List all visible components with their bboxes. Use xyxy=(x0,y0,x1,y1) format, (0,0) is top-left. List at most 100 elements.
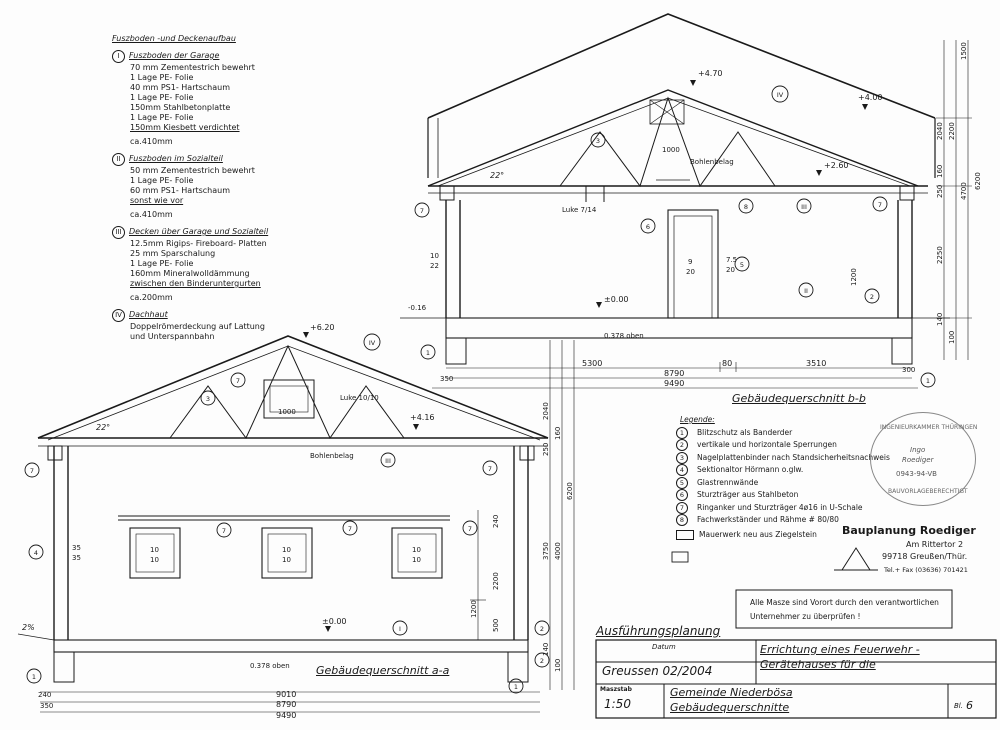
bb-roof-level: +4.00 xyxy=(858,93,883,102)
svg-text:3: 3 xyxy=(596,137,600,145)
notes-section-3-heading: Decken über Garage und Sozialteil xyxy=(129,227,269,236)
bb-dim-3510: 3510 xyxy=(806,359,826,368)
note-line-1: Alle Masze sind Vorort durch den verantw… xyxy=(750,598,939,607)
legend-item-number: 4 xyxy=(676,464,688,477)
svg-text:1: 1 xyxy=(926,377,930,385)
aa-vdim-500: 500 xyxy=(492,619,500,632)
svg-text:II: II xyxy=(804,287,808,295)
aa-window-3-size-2: 10 xyxy=(412,556,421,564)
bb-column-size-1: 10 xyxy=(430,252,439,260)
section-aa-title: Gebäudequerschnitt a-a xyxy=(316,664,450,677)
notes-line: 160mm Mineralwolldämmung xyxy=(130,269,250,278)
legend-item-text: vertikale und horizontale Sperrungen xyxy=(697,440,837,449)
aa-window-2-size-1: 10 xyxy=(282,546,291,554)
bb-vdim-250: 250 xyxy=(936,185,944,198)
notes-line: 150mm Stahlbetonplatte xyxy=(130,103,231,112)
svg-text:7: 7 xyxy=(468,525,472,533)
aa-post-size-1: 35 xyxy=(72,544,81,552)
svg-text:4: 4 xyxy=(34,549,38,557)
legend-masonry-text: Mauerwerk neu aus Ziegelstein xyxy=(699,529,817,539)
bb-floor-level: ±0.00 xyxy=(604,295,629,304)
notes-line: 60 mm PS1- Hartschaum xyxy=(130,186,231,195)
bb-truss-webs xyxy=(559,96,776,188)
svg-text:8: 8 xyxy=(744,203,748,211)
legend-masonry: Mauerwerk neu aus Ziegelstein xyxy=(676,529,896,542)
notes-line: 70 mm Zementestrich bewehrt xyxy=(130,63,255,72)
legend-item-text: Blitzschutz als Banderder xyxy=(697,427,793,437)
aa-dim-9010: 9010 xyxy=(276,690,296,699)
svg-text:7: 7 xyxy=(488,465,492,473)
notes-line: und Unterspannbahn xyxy=(130,332,215,341)
sheet-label: Bl. xyxy=(954,702,963,710)
legend-item-number: 6 xyxy=(676,489,688,502)
legend-item-number: 8 xyxy=(676,514,688,527)
aa-truss-webs xyxy=(169,344,405,440)
title-block-heading: Ausführungsplanung xyxy=(596,624,721,638)
bb-eave-level: +2.60 xyxy=(824,161,849,170)
title-block-frame xyxy=(595,639,997,719)
svg-text:III: III xyxy=(385,457,391,465)
notes-line: 40 mm PS1- Hartschaum xyxy=(130,83,231,92)
aa-dim-9490: 9490 xyxy=(276,711,296,720)
svg-text:7: 7 xyxy=(236,377,240,385)
project-line-1: Errichtung eines Feuerwehr - xyxy=(760,643,920,656)
date-value: Greussen 02/2004 xyxy=(602,664,713,678)
aa-boards-label: Bohlenbelag xyxy=(310,452,354,460)
notes-line: 1 Lage PE- Folie xyxy=(130,93,194,102)
svg-text:3: 3 xyxy=(206,395,210,403)
notes-line: zwischen den Binderuntergurten xyxy=(130,279,261,288)
bb-luke-label: Luke 7/14 xyxy=(562,206,597,214)
aa-vdim-160: 160 xyxy=(554,427,562,440)
notes-line: 1 Lage PE- Folie xyxy=(130,176,194,185)
aa-vdim-4000: 4000 xyxy=(554,542,562,560)
legend-item-text: Sektionaltor Hörmann o.glw. xyxy=(697,465,804,474)
aa-vdim-6200: 6200 xyxy=(566,482,574,500)
bb-vdim-2250: 2250 xyxy=(936,246,944,264)
aa-luke-label: Luke 10/10 xyxy=(340,394,379,402)
sheet-number: 6 xyxy=(966,699,973,712)
svg-text:1: 1 xyxy=(514,683,518,691)
notes-line: 1 Lage PE- Folie xyxy=(130,73,194,82)
notes-total: ca.410mm xyxy=(130,210,173,219)
date-label: Datum xyxy=(652,643,676,651)
notes-line: 50 mm Zementestrich bewehrt xyxy=(130,166,255,175)
aa-roof-outer xyxy=(37,335,549,439)
aa-ridge-level: +6.20 xyxy=(310,323,335,332)
client-name: Gemeinde Niederbösa xyxy=(670,686,793,699)
legend-item-text: Sturzträger aus Stahlbeton xyxy=(697,490,799,499)
legend-item-number: 5 xyxy=(676,476,688,489)
firm-name: Bauplanung Roediger xyxy=(842,524,976,537)
notes-line: 12.5mm Rigips- Fireboard- Platten xyxy=(130,239,267,248)
aa-floor-slab xyxy=(53,639,529,653)
aa-dim-350: 350 xyxy=(40,702,53,710)
aa-window-1 xyxy=(129,527,181,579)
firm-phone: Tel.+ Fax (03636) 701421 xyxy=(884,566,968,574)
svg-text:I: I xyxy=(399,625,401,633)
aa-vdim-2040: 2040 xyxy=(542,402,550,420)
bb-dim-9490: 9490 xyxy=(664,379,684,388)
bb-door-size-1: 9 xyxy=(688,258,692,266)
svg-text:2: 2 xyxy=(540,657,544,665)
aa-dim-240: 240 xyxy=(38,691,51,699)
notes-section-4-heading: Dachhaut xyxy=(129,310,168,319)
legend-item-text: Glastrennwände xyxy=(697,477,759,487)
aa-floor-level: ±0.00 xyxy=(322,617,347,626)
bb-width-label: 1000 xyxy=(662,146,680,154)
bb-ridge-level: +4.70 xyxy=(698,69,723,78)
bb-angle-label: 22° xyxy=(490,171,504,180)
bb-dim-8790: 8790 xyxy=(664,369,684,378)
svg-text:IV: IV xyxy=(369,339,376,347)
legend-item: 4 Sektionaltor Hörmann o.glw. xyxy=(676,464,896,477)
bb-vdim-2040: 2040 xyxy=(936,122,944,140)
section-bb xyxy=(400,13,972,389)
bb-floor-slab xyxy=(445,317,913,339)
svg-text:1: 1 xyxy=(32,673,36,681)
